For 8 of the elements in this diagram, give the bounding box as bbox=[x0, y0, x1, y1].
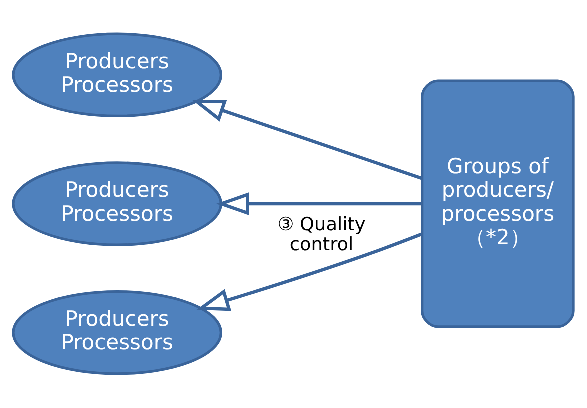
node-ellipse: Producers Processors bbox=[12, 290, 222, 376]
node-ellipse: Producers Processors bbox=[12, 162, 222, 246]
edge-label: ③ Quality control bbox=[278, 214, 366, 256]
arrow bbox=[192, 100, 422, 180]
node-ellipse: Producers Processors bbox=[12, 32, 222, 118]
node-box: Groups of producers/ processors （*2） bbox=[421, 80, 575, 328]
arrow bbox=[216, 192, 422, 216]
arrow bbox=[196, 232, 423, 312]
